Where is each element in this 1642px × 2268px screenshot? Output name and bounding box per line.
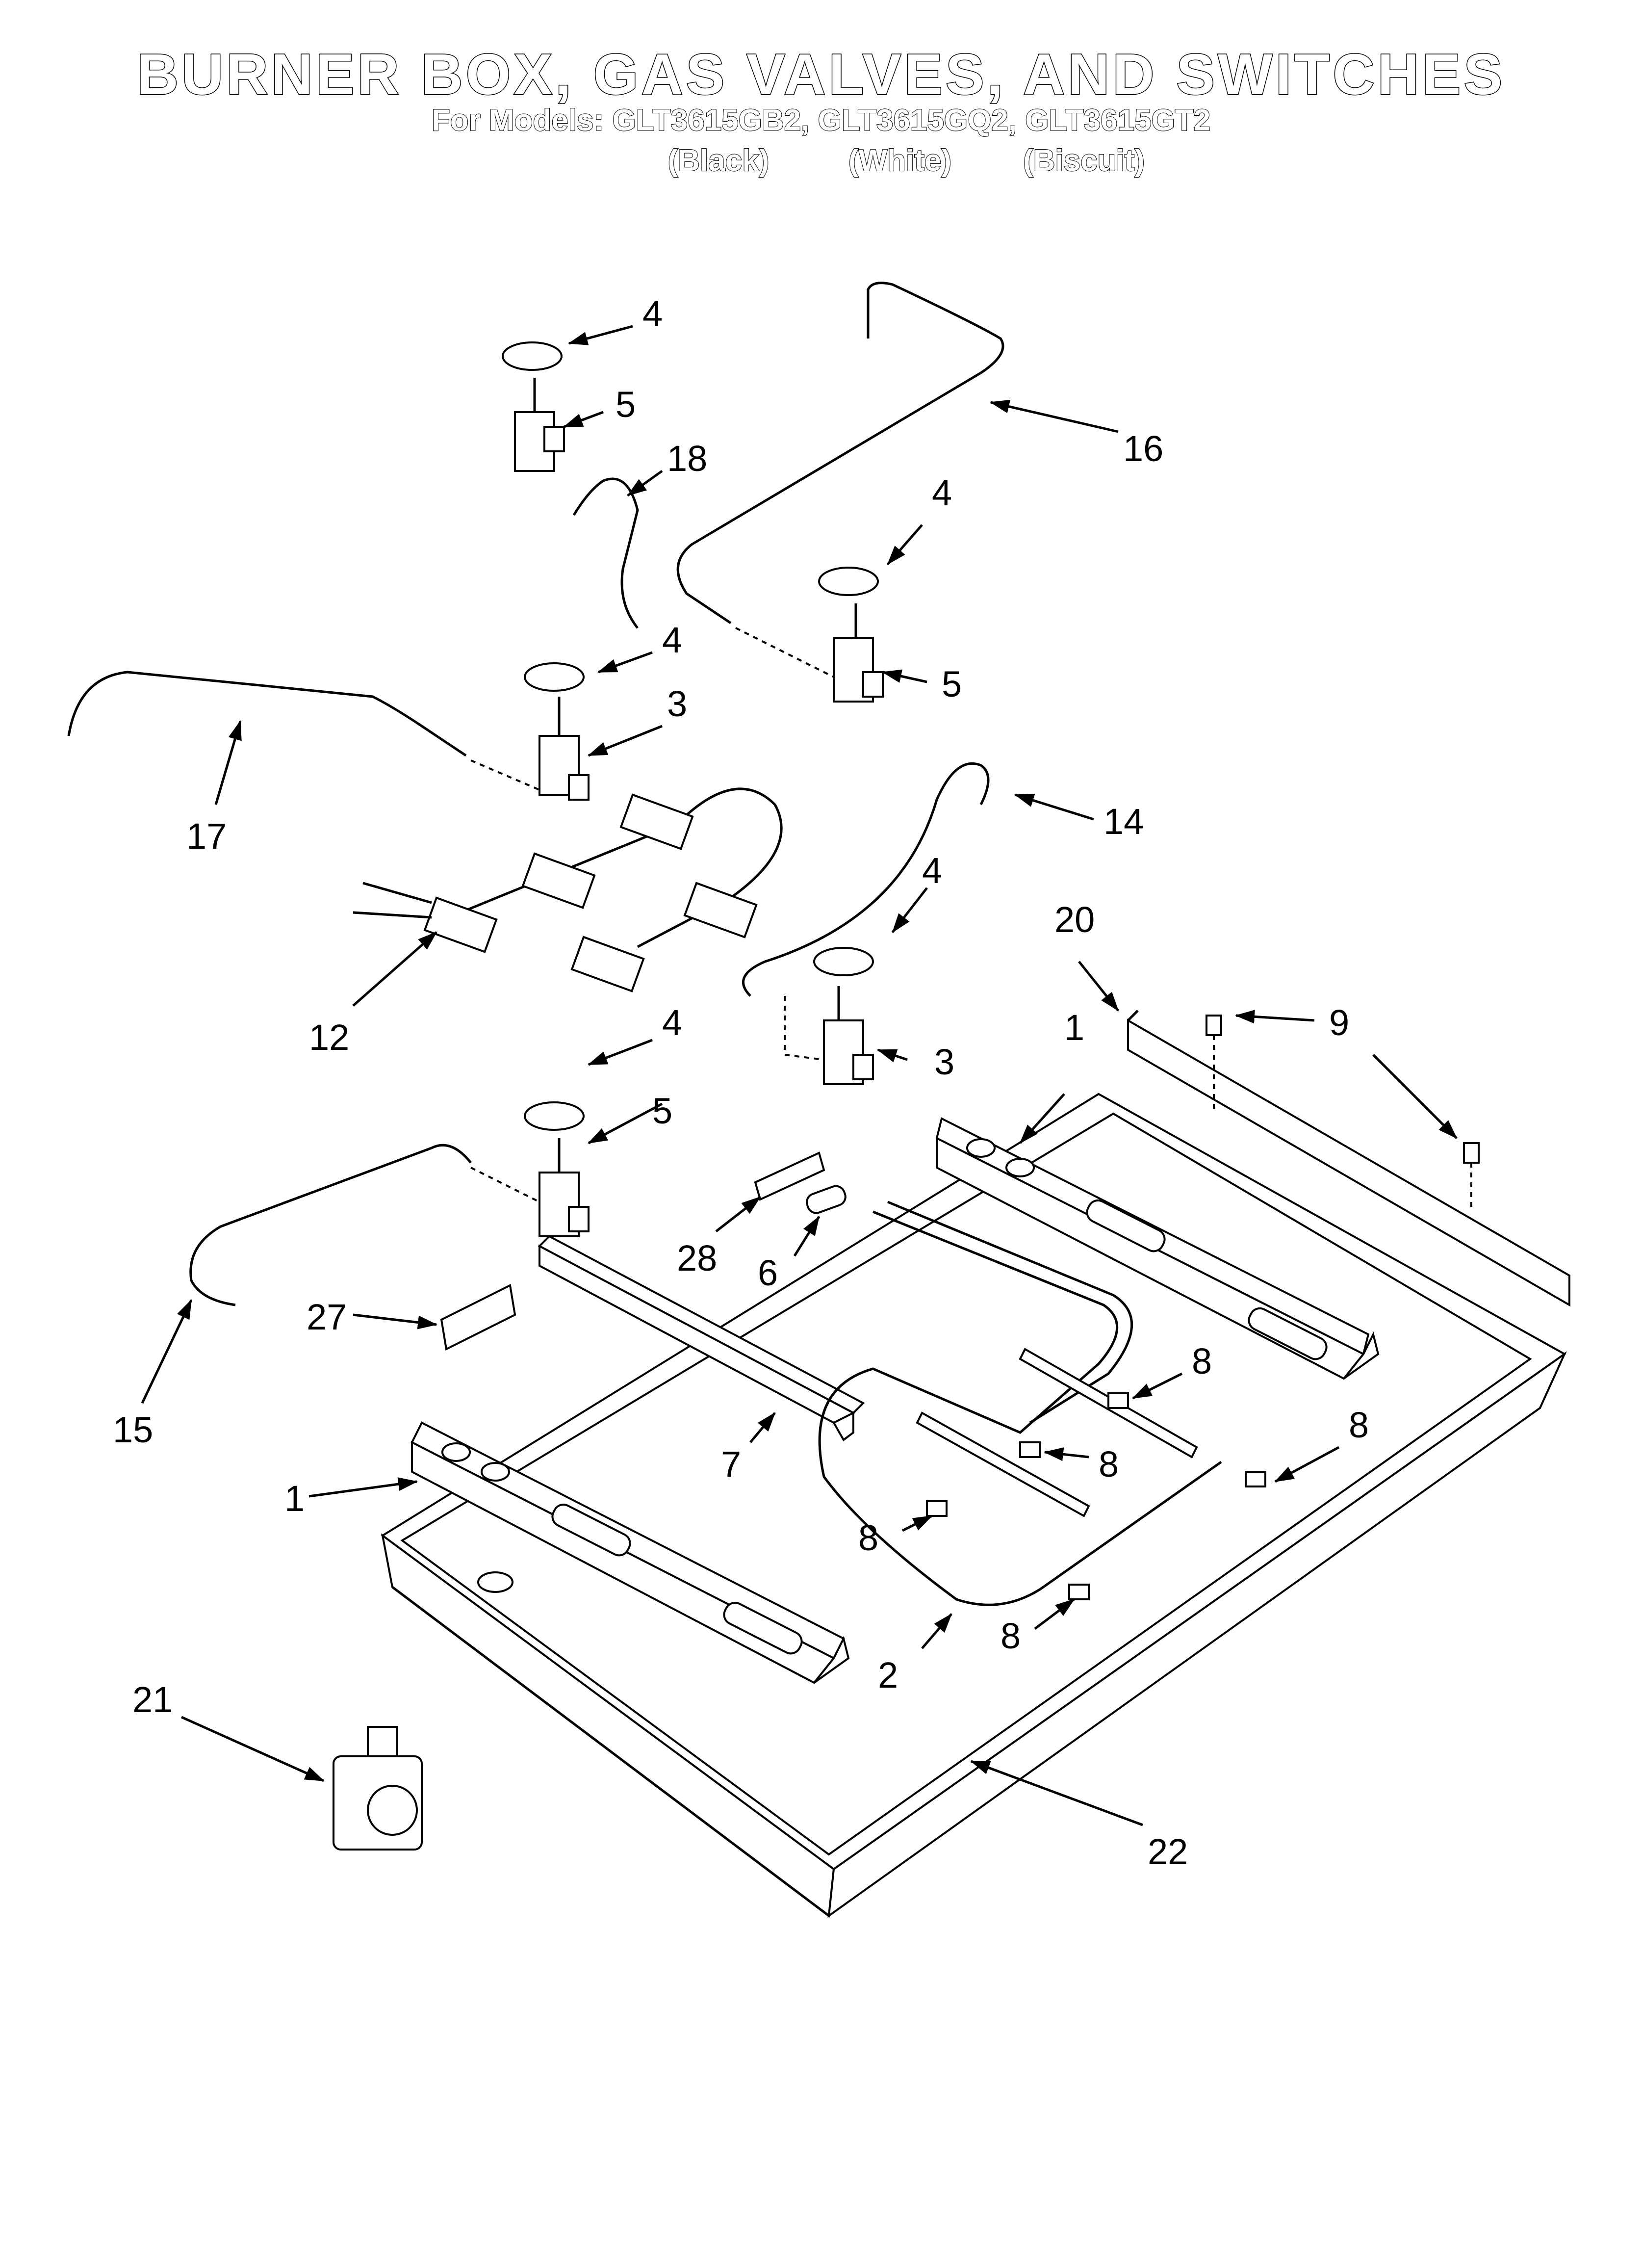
callout-4: 4 (662, 1002, 682, 1043)
callout-8: 8 (1349, 1405, 1369, 1445)
callout-numbers: 4 5 18 16 4 4 5 3 17 14 12 4 20 9 1 4 3 … (113, 293, 1369, 1872)
gasket-6 (806, 1185, 847, 1214)
rear-rail (1127, 1010, 1570, 1307)
screws-9 (1206, 1015, 1480, 1207)
callout-15: 15 (113, 1409, 153, 1450)
callout-27: 27 (307, 1297, 347, 1337)
valve-top-5 (502, 341, 565, 472)
switch-harness (353, 787, 783, 992)
color-label-black: (Black) (667, 143, 770, 178)
callout-5: 5 (652, 1091, 672, 1131)
tube-15 (189, 1144, 540, 1306)
callout-3: 3 (667, 683, 687, 724)
burner-bracket-right (935, 1117, 1380, 1380)
callout-8: 8 (858, 1517, 878, 1558)
callout-8: 8 (1001, 1616, 1021, 1656)
color-label-biscuit: (Biscuit) (1023, 143, 1145, 178)
callout-4: 4 (932, 472, 952, 513)
callout-4: 4 (922, 850, 942, 891)
bracket-28 (754, 1151, 825, 1201)
callout-21: 21 (132, 1679, 173, 1720)
callout-7: 7 (721, 1444, 741, 1485)
callout-1: 1 (1064, 1007, 1084, 1048)
callout-22: 22 (1148, 1831, 1188, 1872)
models-line: For Models: GLT3615GB2, GLT3615GQ2, GLT3… (431, 103, 1211, 138)
burner-bracket-left (410, 1421, 850, 1684)
callout-14: 14 (1103, 801, 1144, 842)
color-label-white: (White) (848, 143, 952, 178)
diagram-title: BURNER BOX, GAS VALVES, AND SWITCHES (136, 42, 1506, 108)
valve-right-5 (818, 567, 884, 703)
callout-3: 3 (934, 1042, 954, 1082)
valve-center-3 (524, 662, 590, 801)
callout-28: 28 (677, 1238, 717, 1278)
screws-8 (926, 1392, 1266, 1600)
callout-8: 8 (1192, 1341, 1212, 1382)
callout-17: 17 (186, 816, 227, 857)
valve-lower-5 (524, 1101, 590, 1237)
callout-8: 8 (1099, 1444, 1119, 1485)
callout-5: 5 (616, 384, 636, 425)
valve-mid-3 (813, 947, 874, 1085)
regulator-21 (333, 1726, 423, 1851)
callout-20: 20 (1054, 899, 1095, 940)
callout-6: 6 (758, 1252, 778, 1293)
callout-leaders (141, 325, 1458, 1826)
callout-4: 4 (662, 620, 682, 660)
callout-9: 9 (1329, 1002, 1349, 1043)
callout-12: 12 (309, 1017, 349, 1058)
tube-17 (67, 671, 540, 791)
callout-4: 4 (642, 293, 663, 334)
callout-18: 18 (667, 438, 707, 479)
tube-16 (676, 282, 1004, 678)
callout-1: 1 (284, 1478, 305, 1519)
callout-2: 2 (878, 1655, 898, 1695)
callout-16: 16 (1123, 428, 1163, 469)
switch-27 (440, 1284, 516, 1351)
callout-5: 5 (942, 664, 962, 704)
tube-14 (742, 762, 990, 1061)
support-bar (538, 1235, 865, 1441)
tube-18 (572, 477, 639, 629)
